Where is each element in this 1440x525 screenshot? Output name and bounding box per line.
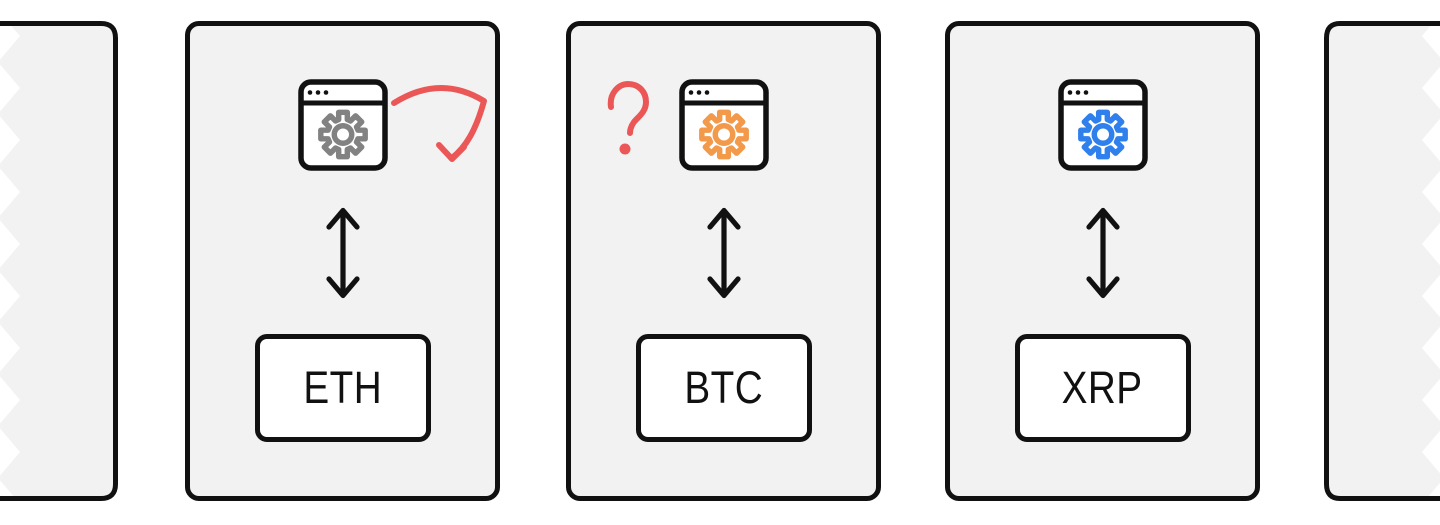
question-mark-curve	[607, 80, 650, 136]
gear-hub	[331, 123, 354, 146]
browser-window-icon	[678, 79, 769, 171]
token-label-btc: BTC	[684, 362, 763, 413]
torn-card-left-border	[0, 21, 118, 501]
card-eth: ETH	[185, 21, 500, 501]
gear-hub	[1091, 123, 1114, 146]
torn-card-right-border	[1324, 21, 1440, 501]
card-btc: BTC	[566, 21, 881, 501]
token-label-xrp: XRP	[1062, 362, 1143, 413]
double-headed-arrow-icon	[325, 207, 360, 299]
curved-arrow-head	[436, 142, 467, 162]
gear-outline	[317, 109, 368, 160]
browser-dots	[688, 90, 709, 95]
token-label-eth: ETH	[303, 362, 382, 413]
curved-arrow-icon	[391, 85, 487, 162]
browser-dots	[1067, 90, 1088, 95]
double-headed-arrow-icon	[706, 207, 741, 299]
browser-window-icon	[297, 79, 388, 171]
token-box-btc: BTC	[635, 334, 812, 442]
gear-outline	[1077, 109, 1128, 160]
gear-hub	[712, 123, 735, 146]
gear-outline	[698, 109, 749, 160]
card-xrp: XRP	[945, 21, 1260, 501]
token-box-xrp: XRP	[1014, 334, 1191, 442]
gear-icon	[317, 109, 368, 160]
browser-dots	[307, 90, 328, 95]
double-headed-arrow-icon	[1085, 207, 1120, 299]
question-mark-dot	[619, 143, 631, 155]
torn-card-right	[1324, 21, 1440, 501]
gear-icon	[698, 109, 749, 160]
browser-window-icon	[1057, 79, 1148, 171]
torn-card-right-fill	[1329, 21, 1440, 501]
question-mark-icon	[607, 80, 650, 155]
token-box-eth: ETH	[254, 334, 431, 442]
torn-card-left-fill	[0, 21, 116, 501]
gear-icon	[1077, 109, 1128, 160]
torn-card-left	[0, 21, 118, 501]
